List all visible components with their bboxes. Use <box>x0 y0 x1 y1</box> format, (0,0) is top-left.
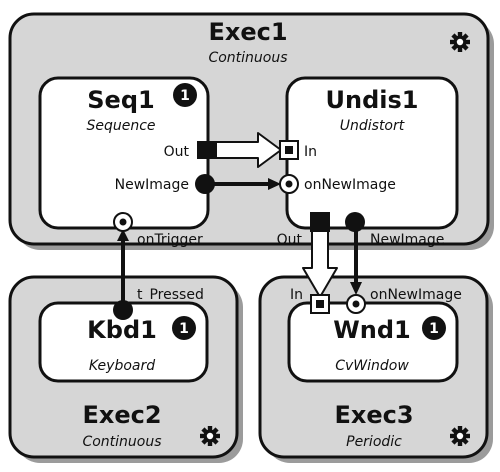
exec2-title: Exec2 <box>82 401 161 429</box>
seq1-out-port[interactable] <box>197 141 217 159</box>
kbd1-badge-text: 1 <box>179 321 189 337</box>
wnd1-onnewimage-label: onNewImage <box>370 287 462 303</box>
seq1-badge-text: 1 <box>180 88 190 104</box>
seq1-out-label: Out <box>164 144 190 160</box>
wnd1-in-label: In <box>290 287 303 303</box>
exec1-title: Exec1 <box>208 18 287 46</box>
kbd1-title: Kbd1 <box>87 316 157 344</box>
undis1-component: Undis1 Undistort <box>285 76 459 230</box>
kbd1-tpressed-port[interactable] <box>113 300 133 320</box>
seq1-to-undis1-data-arrow[interactable] <box>214 132 282 168</box>
wnd1-subtitle: CvWindow <box>335 358 409 374</box>
wnd1-title: Wnd1 <box>333 316 410 344</box>
undis1-subtitle: Undistort <box>340 118 405 134</box>
exec3-title: Exec3 <box>334 401 413 429</box>
undis1-out-label: Out <box>277 232 303 248</box>
undis1-title: Undis1 <box>326 86 419 114</box>
kbd1-badge <box>172 316 196 340</box>
seq1-badge <box>173 83 197 107</box>
wnd1-box[interactable] <box>287 301 459 383</box>
undis1-in-port-dot <box>285 146 293 154</box>
seq1-to-undis1-event-arrowhead <box>268 178 281 190</box>
kbd1-tpressed-label: t_Pressed <box>137 287 204 303</box>
wnd1-badge <box>422 316 446 340</box>
undis1-newimage-port[interactable] <box>345 212 365 232</box>
undis1-to-wnd1-event-arrowhead <box>350 282 362 295</box>
exec2-subtitle: Continuous <box>82 434 161 450</box>
undis1-onnewimage-label: onNewImage <box>304 177 396 193</box>
wnd1-component: Wnd1 CvWindow 1 <box>287 301 459 383</box>
undis1-in-label: In <box>304 144 317 160</box>
seq1-ontrigger-label: onTrigger <box>137 232 203 248</box>
wnd1-badge-text: 1 <box>429 321 439 337</box>
seq1-title: Seq1 <box>87 86 154 114</box>
seq1-ontrigger-port-dot <box>119 218 127 226</box>
seq1-newimage-label: NewImage <box>115 177 189 193</box>
kbd1-component: Kbd1 Keyboard 1 <box>38 301 209 383</box>
undis1-out-port[interactable] <box>310 212 330 232</box>
kbd1-to-seq1-event-arrowhead <box>117 229 129 241</box>
wnd1-in-port-dot <box>316 300 324 308</box>
undis1-to-wnd1-data-arrow[interactable] <box>302 228 338 298</box>
wnd1-onnewimage-port-dot <box>352 300 360 308</box>
seq1-subtitle: Sequence <box>86 118 155 134</box>
undis1-onnewimage-port-dot <box>285 180 293 188</box>
seq1-newimage-port[interactable] <box>195 174 215 194</box>
exec1-subtitle: Continuous <box>208 50 287 66</box>
undis1-newimage-label: NewImage <box>370 232 444 248</box>
kbd1-subtitle: Keyboard <box>89 358 155 374</box>
exec3-subtitle: Periodic <box>346 434 402 450</box>
